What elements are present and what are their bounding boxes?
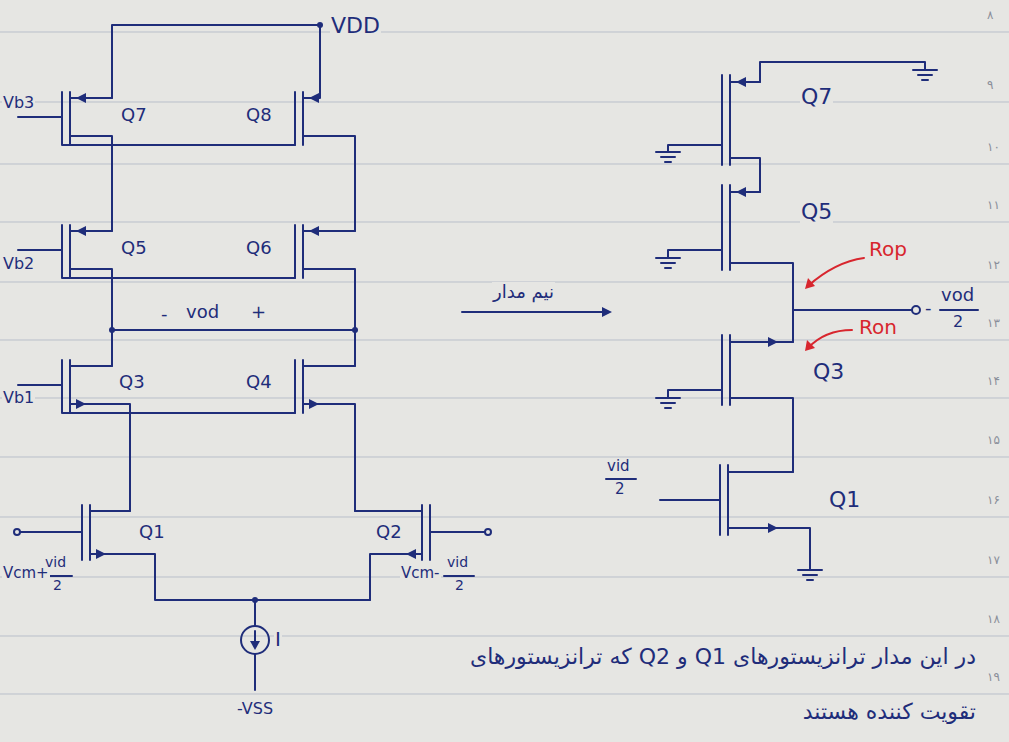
arrowheads [76, 22, 416, 650]
resistance-label: Ron [858, 316, 898, 338]
bias-label: Vb3 [2, 94, 35, 112]
ruled-lines [0, 32, 1009, 694]
resistance-arrows [808, 258, 864, 348]
bias-label: Vb2 [2, 255, 35, 273]
polarity-sign: - [924, 298, 933, 318]
transistor-label: Q2 [375, 522, 403, 542]
bias-label: Vb1 [2, 389, 35, 407]
transistor-label: Q5 [120, 238, 148, 258]
half-circuit [462, 62, 978, 580]
transistor-label: Q3 [812, 360, 845, 384]
transistor-label: Q5 [800, 200, 833, 224]
handwritten-note: تقویت کننده هستند [335, 700, 977, 724]
resistance-label: Rop [868, 238, 908, 260]
cascode-amplifier [14, 25, 491, 690]
transistor-label: Q4 [245, 372, 273, 392]
resistance-arrowheads [805, 278, 815, 351]
transistor-label: Q3 [118, 372, 146, 392]
line-number: ۸ [986, 9, 994, 22]
line-number: ۹ [986, 79, 994, 92]
line-number: ۱۱ [986, 199, 1001, 212]
transistor-label: Q7 [120, 105, 148, 125]
line-number: ۱۸ [986, 613, 1001, 626]
fraction-denominator: 2 [454, 578, 465, 593]
fraction-denominator: 2 [952, 313, 964, 331]
handwritten-note: در این مدار ترانزیستورهای Q1 و Q2 که ترا… [335, 645, 977, 669]
fraction-numerator: vid [446, 555, 469, 570]
line-number: ۱۳ [986, 317, 1001, 330]
polarity-sign: + [250, 302, 267, 322]
line-number: ۱۷ [986, 554, 1001, 567]
current-label: I [274, 628, 282, 650]
fraction-numerator: vid [44, 555, 67, 570]
fraction-denominator: 2 [52, 578, 63, 593]
transistor-label: Q7 [800, 85, 833, 109]
fraction-numerator: vid [606, 458, 631, 475]
line-number: ۱۰ [986, 141, 1001, 154]
transistor-label: Q8 [245, 105, 273, 125]
supply-label: -VSS [236, 700, 274, 718]
transistor-label: Q1 [138, 522, 166, 542]
line-number: ۱۴ [986, 375, 1001, 388]
input-label: Vcm+ [2, 565, 50, 582]
line-number: ۱۲ [986, 259, 1001, 272]
fraction-denominator: 2 [614, 481, 626, 498]
transistor-label: Q1 [828, 488, 861, 512]
line-number: ۱۹ [986, 671, 1001, 684]
signal-label: vod [185, 302, 220, 322]
supply-label: VDD [330, 14, 381, 38]
input-label: Vcm- [400, 565, 441, 582]
polarity-sign: - [160, 304, 169, 324]
transistor-label: Q6 [245, 238, 273, 258]
line-number: ۱۶ [986, 494, 1001, 507]
fraction-numerator: vod [940, 285, 975, 305]
line-number: ۱۵ [986, 434, 1001, 447]
arrow-note: نیم مدار [492, 282, 555, 302]
half-circuit-arrows [602, 77, 778, 533]
